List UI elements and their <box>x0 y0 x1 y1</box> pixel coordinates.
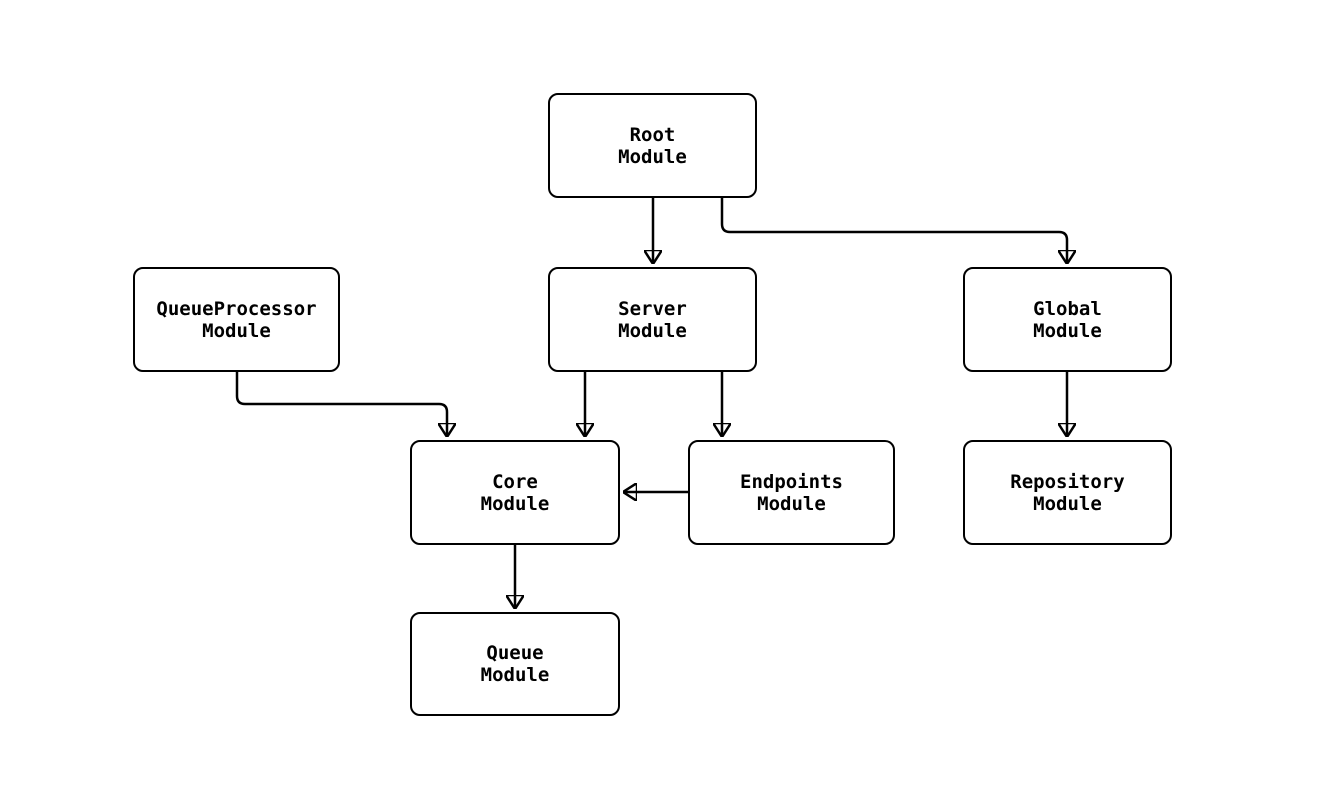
node-global-module-label: Global Module <box>1033 297 1102 342</box>
edge-queueprocessor-core <box>235 372 447 437</box>
node-queue-module[interactable]: Queue Module <box>410 612 620 716</box>
node-server-module[interactable]: Server Module <box>548 267 757 372</box>
node-queueprocessor-module[interactable]: QueueProcessor Module <box>133 267 340 372</box>
edge-root-global <box>720 198 1067 264</box>
node-core-module[interactable]: Core Module <box>410 440 620 545</box>
node-endpoints-module-label: Endpoints Module <box>740 470 843 515</box>
node-queueprocessor-module-label: QueueProcessor Module <box>156 297 317 342</box>
node-global-module[interactable]: Global Module <box>963 267 1172 372</box>
node-queue-module-label: Queue Module <box>480 642 550 686</box>
node-root-module-label: Root Module <box>618 123 687 168</box>
node-server-module-label: Server Module <box>618 297 687 342</box>
node-core-module-label: Core Module <box>480 470 550 515</box>
node-endpoints-module[interactable]: Endpoints Module <box>688 440 895 545</box>
node-repository-module[interactable]: Repository Module <box>963 440 1172 545</box>
node-root-module[interactable]: Root Module <box>548 93 757 198</box>
node-repository-module-label: Repository Module <box>1010 470 1125 515</box>
